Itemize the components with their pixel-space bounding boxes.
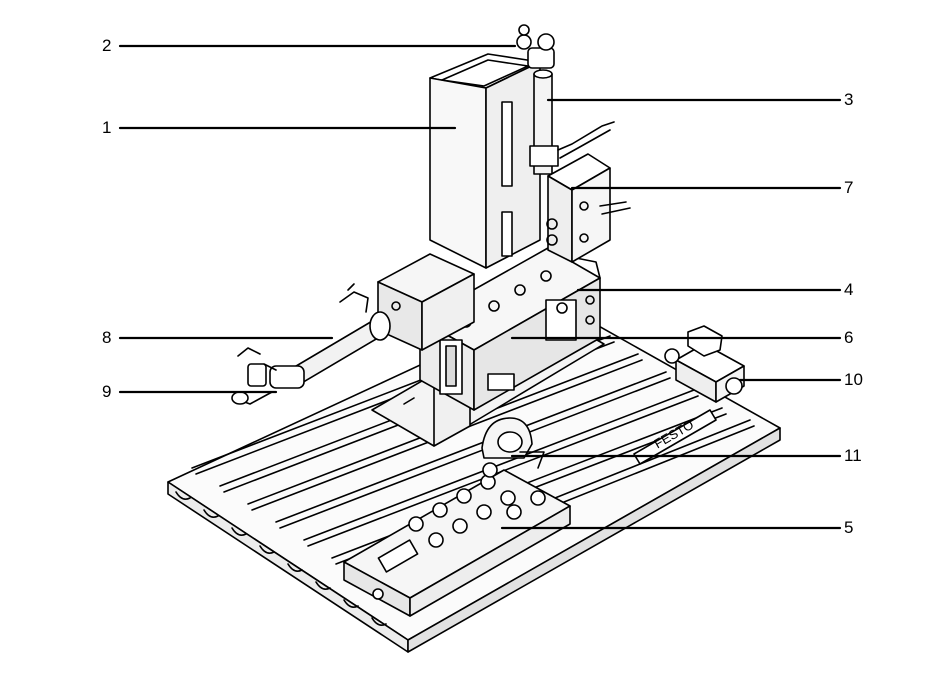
callout-11: 11 (844, 446, 862, 465)
callout-7: 7 (844, 178, 854, 197)
callout-2: 2 (102, 36, 112, 55)
callout-leaders (118, 44, 842, 530)
callout-3: 3 (844, 90, 854, 109)
flow-control-valve (664, 325, 745, 403)
callout-4: 4 (844, 280, 854, 299)
profile-base-plate (167, 301, 781, 653)
sensor-bracket (481, 417, 545, 469)
horizontal-cylinder (231, 283, 391, 405)
callout-9: 9 (102, 382, 112, 401)
callout-8: 8 (102, 328, 112, 347)
vertical-cylinder (516, 24, 559, 175)
callout-5: 5 (844, 518, 854, 537)
callout-10: 10 (844, 370, 863, 389)
brand-plate (633, 409, 717, 465)
io-terminal-module (343, 462, 571, 617)
callout-6: 6 (844, 328, 854, 347)
callout-1: 1 (102, 118, 112, 137)
magazine-tube (429, 53, 541, 269)
solenoid-valve (546, 121, 631, 263)
